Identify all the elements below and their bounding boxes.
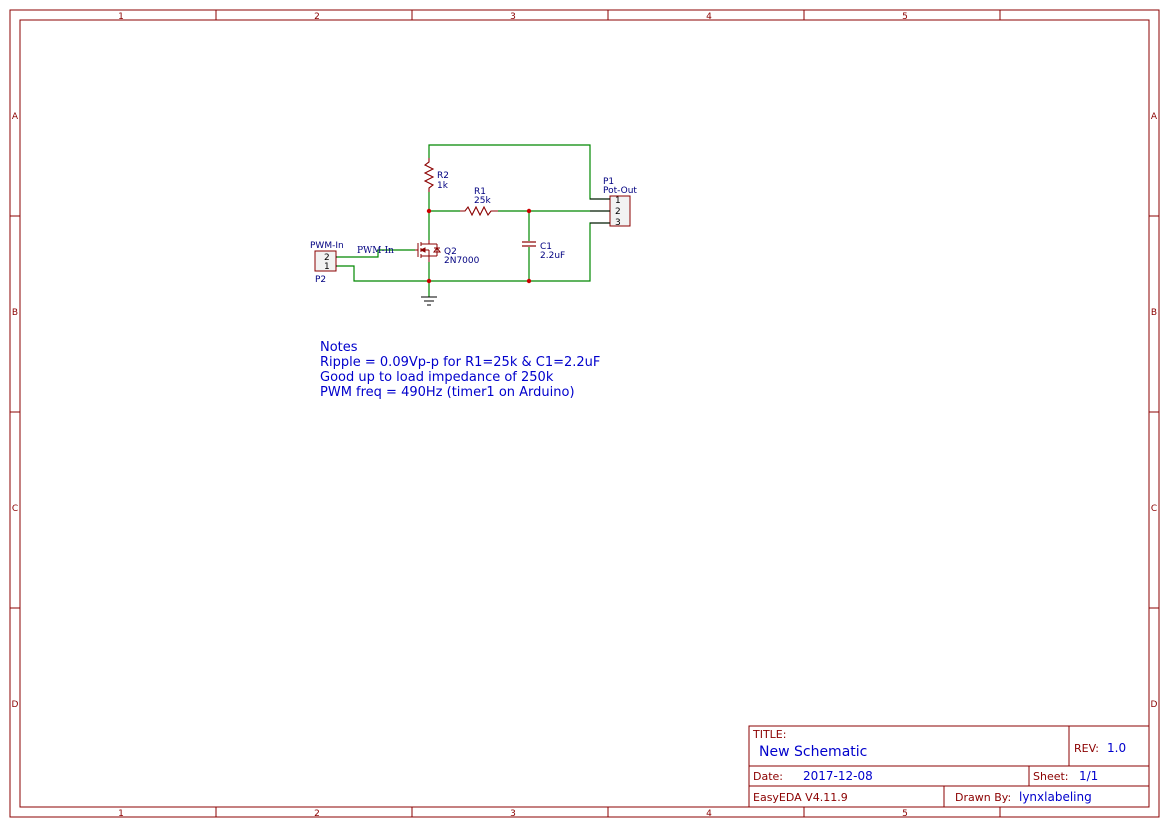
notes-line: Ripple = 0.09Vp-p for R1=25k & C1=2.2uF bbox=[320, 355, 600, 370]
column-label-top: 1 bbox=[118, 12, 124, 22]
column-label-top: 4 bbox=[706, 12, 712, 22]
column-label-bottom: 2 bbox=[314, 809, 320, 819]
notes-line: Good up to load impedance of 250k bbox=[320, 370, 554, 385]
wires[interactable] bbox=[337, 144, 610, 297]
row-label-right: B bbox=[1151, 308, 1157, 318]
r2-value: 1k bbox=[437, 181, 449, 191]
p1-pin-number: 3 bbox=[615, 218, 621, 228]
row-label-right: C bbox=[1151, 504, 1157, 514]
p2-pin-number: 2 bbox=[324, 253, 330, 263]
junction-dot bbox=[426, 208, 432, 214]
row-label-left: D bbox=[12, 700, 19, 710]
q2-designator: Q2 bbox=[444, 247, 457, 257]
r1-designator: R1 bbox=[474, 187, 486, 197]
q2-value: 2N7000 bbox=[444, 256, 480, 266]
p1-pin-number: 1 bbox=[615, 196, 621, 206]
p1-value: Pot-Out bbox=[603, 186, 637, 196]
p2-value: PWM-In bbox=[310, 241, 344, 251]
row-label-left: A bbox=[12, 112, 19, 122]
junction-dot bbox=[426, 278, 432, 284]
column-label-bottom: 1 bbox=[118, 809, 124, 819]
sheet-value: 1/1 bbox=[1079, 769, 1098, 783]
connector-p2[interactable]: 2 1 PWM-In P2 bbox=[310, 241, 344, 285]
net-label-pwm-in[interactable]: PWM-In bbox=[357, 246, 394, 256]
title-label: TITLE: bbox=[752, 728, 786, 741]
resistor-r2[interactable]: R2 1k bbox=[423, 158, 449, 192]
column-label-top: 3 bbox=[510, 12, 516, 22]
p2-pin-number: 1 bbox=[324, 262, 330, 272]
date-label: Date: bbox=[753, 770, 783, 783]
c1-designator: C1 bbox=[540, 242, 552, 252]
row-label-left: C bbox=[12, 504, 18, 514]
junctions bbox=[426, 208, 532, 284]
junction-dot bbox=[526, 278, 532, 284]
c1-value: 2.2uF bbox=[540, 251, 565, 261]
column-label-bottom: 5 bbox=[902, 809, 908, 819]
sheet-frame bbox=[9, 9, 1160, 818]
date-value: 2017-12-08 bbox=[803, 769, 873, 783]
column-label-bottom: 4 bbox=[706, 809, 712, 819]
title-block: TITLE: New Schematic REV: 1.0 Date: 2017… bbox=[748, 725, 1150, 808]
r1-value: 25k bbox=[474, 196, 491, 206]
notes-line: Notes bbox=[320, 340, 358, 355]
drawn-by-label: Drawn By: bbox=[955, 791, 1011, 804]
capacitor-c1[interactable]: C1 2.2uF bbox=[522, 241, 565, 261]
p1-designator: P1 bbox=[603, 177, 614, 187]
p2-designator: P2 bbox=[315, 275, 326, 285]
column-label-top: 2 bbox=[314, 12, 320, 22]
row-label-left: B bbox=[12, 308, 18, 318]
notes-block: Notes Ripple = 0.09Vp-p for R1=25k & C1=… bbox=[320, 340, 600, 400]
resistor-r1[interactable]: R1 25k bbox=[460, 187, 498, 217]
p1-pin-number: 2 bbox=[615, 207, 621, 217]
schematic-title[interactable]: New Schematic bbox=[759, 744, 867, 760]
frame-column-labels: 1 2 3 4 5 1 2 3 4 5 bbox=[118, 12, 908, 819]
connector-p1[interactable]: 1 2 3 P1 Pot-Out bbox=[590, 177, 637, 228]
junction-dot bbox=[526, 208, 532, 214]
column-label-bottom: 3 bbox=[510, 809, 516, 819]
software-version: EasyEDA V4.11.9 bbox=[753, 791, 848, 804]
drawn-by-value: lynxlabeling bbox=[1019, 790, 1092, 804]
notes-line: PWM freq = 490Hz (timer1 on Arduino) bbox=[320, 385, 575, 400]
sheet-label: Sheet: bbox=[1033, 770, 1069, 783]
row-label-right: D bbox=[1151, 700, 1158, 710]
r2-designator: R2 bbox=[437, 171, 449, 181]
rev-label: REV: bbox=[1074, 742, 1099, 755]
rev-value: 1.0 bbox=[1107, 741, 1126, 755]
mosfet-q2[interactable]: Q2 2N7000 bbox=[415, 240, 480, 266]
frame-row-labels: A B C D A B C D bbox=[12, 112, 1158, 710]
ground-symbol bbox=[421, 296, 437, 306]
row-label-right: A bbox=[1151, 112, 1158, 122]
column-label-top: 5 bbox=[902, 12, 908, 22]
